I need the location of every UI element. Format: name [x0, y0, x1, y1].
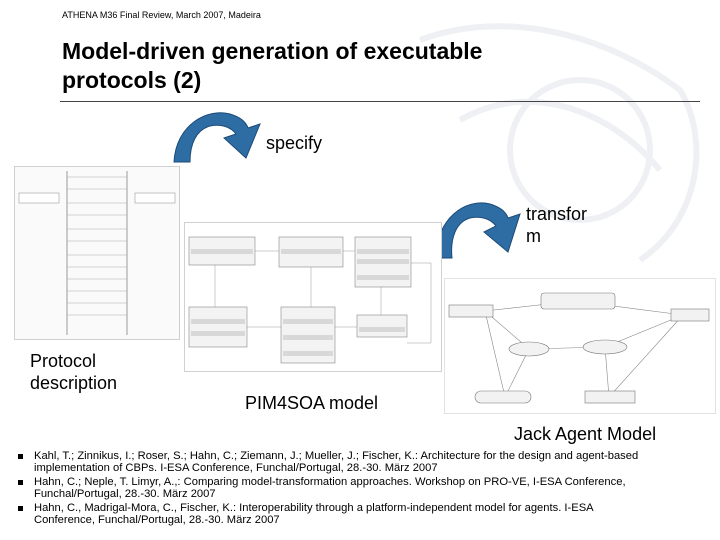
protocol-label-line-1: Protocol — [30, 351, 97, 371]
references-list: Kahl, T.; Zinnikus, I.; Roser, S.; Hahn,… — [18, 450, 708, 527]
reference-item: Hahn, C., Madrigal-Mora, C., Fischer, K.… — [18, 502, 708, 527]
reference-line-2: Funchal/Portugal, 28.-30. März 2007 — [34, 488, 216, 501]
protocol-description-label: Protocol description — [30, 350, 117, 394]
bullet-icon — [18, 505, 23, 511]
bullet-icon — [18, 454, 23, 459]
protocol-diagram-thumbnail — [14, 166, 180, 340]
pim4soa-diagram-thumbnail — [184, 222, 442, 372]
transform-arrow-icon — [435, 202, 521, 259]
jack-agent-model-label: Jack Agent Model — [514, 424, 657, 444]
pim4soa-label: PIM4SOA model — [245, 393, 379, 413]
reference-item: Kahl, T.; Zinnikus, I.; Roser, S.; Hahn,… — [18, 450, 708, 475]
reference-line-1: Hahn, C.; Neple, T. Limyr, A.,: Comparin… — [34, 475, 626, 488]
bullet-icon — [18, 479, 23, 485]
transform-label: transfor m — [526, 203, 587, 247]
jack-diagram-thumbnail — [444, 278, 716, 414]
specify-label: specify — [266, 133, 323, 153]
title-line-2: protocols (2) — [62, 67, 202, 93]
reference-line-2: Conference, Funchal/Portugal, 28.-30. Mä… — [34, 514, 280, 527]
title-line-1: Model-driven generation of executable — [62, 38, 483, 64]
page-title: Model-driven generation of executable pr… — [62, 37, 642, 95]
protocol-label-line-2: description — [30, 373, 118, 393]
reference-line-2: implementation of CBPs. I-ESA Conference… — [34, 462, 438, 475]
specify-arrow-icon — [173, 112, 261, 163]
reference-line-1: Kahl, T.; Zinnikus, I.; Roser, S.; Hahn,… — [34, 450, 639, 462]
transform-label-line-2: m — [526, 226, 541, 246]
background-watermark — [418, 23, 700, 263]
reference-item: Hahn, C.; Neple, T. Limyr, A.,: Comparin… — [18, 476, 708, 501]
transform-label-line-1: transfor — [526, 204, 588, 224]
reference-line-1: Hahn, C., Madrigal-Mora, C., Fischer, K.… — [34, 501, 594, 514]
header-note: ATHENA M36 Final Review, March 2007, Mad… — [62, 10, 261, 20]
title-divider — [60, 101, 700, 102]
